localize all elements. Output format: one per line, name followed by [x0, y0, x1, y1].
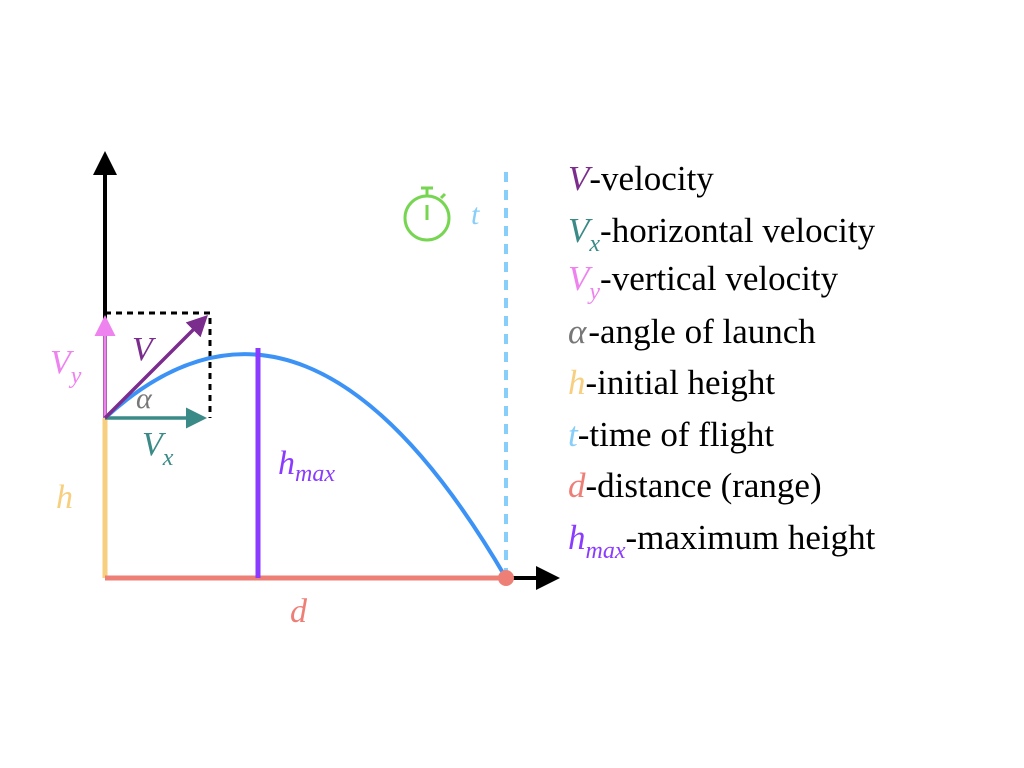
- legend-item-vertical-velocity: Vy-vertical velocity: [568, 259, 839, 305]
- trajectory-curve: [103, 352, 508, 580]
- legend-item-max-height: hmax-maximum height: [568, 518, 876, 564]
- label-hmax: hmax: [278, 445, 335, 487]
- label-vy: Vy: [50, 344, 82, 389]
- label-v: V: [132, 331, 157, 368]
- legend-item-velocity: V-velocity: [568, 159, 714, 198]
- legend-item-distance: d-distance (range): [568, 466, 822, 505]
- stopwatch-icon: [403, 186, 451, 242]
- label-t: t: [471, 198, 480, 231]
- legend-item-horizontal-velocity: Vx-horizontal velocity: [568, 211, 876, 257]
- label-d: d: [290, 593, 308, 630]
- label-alpha: α: [136, 382, 153, 415]
- legend-item-time: t-time of flight: [568, 415, 774, 454]
- landing-point: [498, 570, 514, 586]
- label-h: h: [56, 479, 73, 516]
- label-vx: Vx: [142, 426, 174, 471]
- legend-item-angle: α-angle of launch: [568, 312, 816, 351]
- legend: V-velocity Vx-horizontal velocity Vy-ver…: [568, 159, 876, 564]
- velocity-component-box: [105, 311, 212, 418]
- legend-item-initial-height: h-initial height: [568, 363, 775, 402]
- velocity-arrow: [103, 315, 208, 420]
